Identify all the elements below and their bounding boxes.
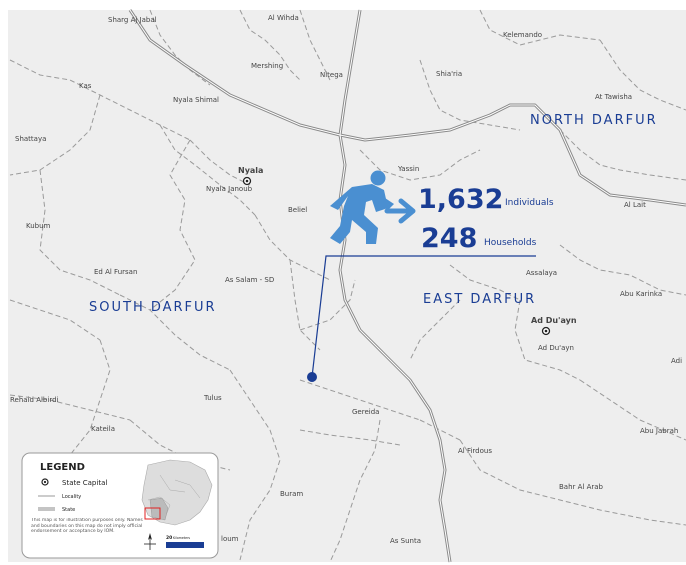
individuals-label: Individuals	[505, 198, 554, 208]
leader-line	[311, 255, 536, 378]
locality-label: Abu Jabrah	[640, 427, 678, 435]
running-person-icon	[330, 170, 394, 244]
locality-label: Gereida	[352, 408, 379, 416]
capital-marker-dot	[544, 329, 548, 333]
arrow-right-icon	[384, 198, 416, 224]
capital-label: Nyala	[238, 166, 263, 175]
locality-label: Kateila	[91, 425, 115, 433]
locality-label: Ad Du'ayn	[538, 344, 574, 352]
capital-marker-dot	[245, 179, 249, 183]
inset-map	[141, 459, 213, 526]
locality-label: Al Lait	[624, 201, 646, 209]
locality-label: Nitega	[320, 71, 343, 79]
capital-ad-duayn: Ad Du'ayn	[531, 316, 577, 336]
locality-label: Al Firdous	[458, 447, 492, 455]
capital-nyala: Nyala	[238, 166, 263, 186]
locality-label: Sharg Aj Jabal	[108, 16, 157, 24]
legend: LEGEND State Capital Locality State This…	[21, 452, 219, 559]
locality-label: Kubum	[26, 222, 51, 230]
locality-label: Shia'ria	[436, 70, 462, 78]
locality-label: loum	[221, 535, 239, 543]
locality-label: Adi	[671, 357, 682, 365]
locality-label: Kelemando	[503, 31, 542, 39]
locality-label: As Sunta	[390, 537, 421, 545]
state-label-north-darfur: NORTH DARFUR	[530, 113, 658, 128]
locality-label: Buram	[280, 490, 303, 498]
capital-label: Ad Du'ayn	[531, 316, 577, 325]
scale-unit: Kilometers	[173, 536, 190, 540]
locality-boundaries	[9, 9, 686, 563]
locality-label: At Tawisha	[595, 93, 632, 101]
locality-label: Nyala Janoub	[206, 185, 253, 193]
state-label-east-darfur: EAST DARFUR	[423, 292, 536, 307]
locality-label: Bahr Al Arab	[559, 483, 604, 491]
locality-label: Kas	[79, 82, 92, 90]
locality-labels: Sharg Aj Jabal Al Wihda Kelemando Kas Me…	[10, 14, 682, 545]
locality-label: Nyala Shimal	[173, 96, 219, 104]
legend-title: LEGEND	[40, 462, 85, 473]
state-boundaries-inner	[129, 9, 686, 563]
legend-disclaimer: This map is for illustration purposes on…	[31, 518, 143, 534]
locality-label: Tulus	[203, 394, 222, 402]
locality-label: Ed Al Fursan	[94, 268, 137, 276]
scale-value: 20	[166, 535, 172, 541]
inset-highlight	[144, 507, 161, 520]
locality-label: Mershing	[251, 62, 283, 70]
state-capital-icon-dot	[43, 480, 47, 484]
individuals-count: 1,632	[418, 184, 503, 215]
locality-label: Shattaya	[15, 135, 46, 143]
legend-state-capital-label: State Capital	[62, 479, 107, 487]
state-label-south-darfur: SOUTH DARFUR	[89, 300, 217, 315]
callout-leader	[307, 255, 536, 382]
legend-state-label: State	[62, 507, 75, 513]
locality-label: As Salam - SD	[225, 276, 274, 284]
locality-label: Al Wihda	[268, 14, 299, 22]
legend-disclaimer-wrap: This map is for illustration purposes on…	[31, 518, 143, 534]
households-count: 248	[421, 223, 477, 254]
scale-bar	[166, 542, 204, 548]
legend-locality-label: Locality	[62, 494, 81, 500]
locality-label: Assalaya	[526, 269, 557, 277]
locality-label: Yassin	[397, 165, 419, 173]
locality-label: Beliel	[288, 206, 307, 214]
locality-label: Rehaid Albirdi	[10, 396, 59, 404]
locality-label: Abu Karinka	[620, 290, 662, 298]
location-point	[307, 372, 317, 382]
households-label: Households	[484, 238, 537, 248]
north-arrow-icon	[144, 533, 156, 550]
